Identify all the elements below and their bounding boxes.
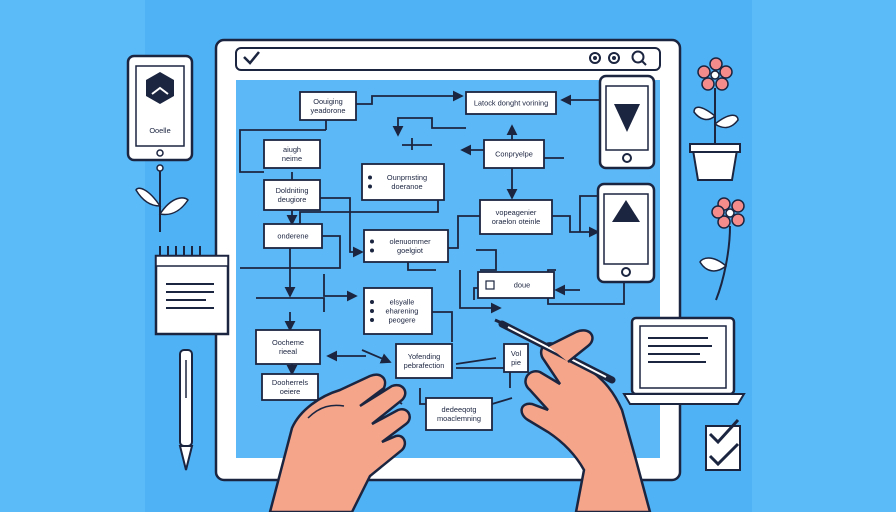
- check-icon[interactable]: [243, 51, 260, 65]
- phone-label: Ooelle: [149, 126, 170, 135]
- flow-node-label: Conpryelpe: [495, 150, 533, 159]
- flow-node-box: [263, 179, 321, 211]
- flow-node[interactable]: Latock donght vorining: [465, 91, 557, 115]
- phone-icon: [596, 182, 656, 284]
- laptop-icon: [622, 316, 746, 405]
- flow-node-box: [479, 199, 553, 235]
- bullet-icon: [370, 300, 374, 304]
- flow-node-label: yeadorone: [311, 106, 346, 115]
- bullet-icon: [370, 318, 374, 322]
- flow-node-label: Oocheme: [272, 338, 304, 347]
- flow-node-label: doue: [514, 281, 530, 290]
- circle-icon[interactable]: [608, 52, 620, 64]
- flow-node-label: olenuommer: [389, 237, 431, 246]
- flow-node-label: oraelon oteinle: [492, 217, 541, 226]
- bullet-icon: [370, 309, 374, 313]
- flow-node[interactable]: doue: [477, 271, 555, 299]
- flow-node[interactable]: onderene: [263, 223, 323, 249]
- notepad-icon: [154, 246, 230, 336]
- circle-icon[interactable]: [589, 52, 601, 64]
- flow-node-box: [363, 287, 433, 335]
- flow-node-label: dedeeqotg: [442, 405, 477, 414]
- flow-node-box: [395, 343, 453, 379]
- flow-node-box: [263, 223, 323, 249]
- leaf-icon: [135, 164, 189, 232]
- flow-node-label: goelgiot: [397, 246, 423, 255]
- phone-icon: Ooelle: [126, 54, 194, 162]
- flow-node-box: [255, 329, 321, 365]
- flow-node-box: [299, 91, 357, 121]
- node-checkbox-icon: [485, 280, 495, 290]
- bullet-icon: [370, 239, 374, 244]
- flow-node-label: neime: [282, 154, 302, 163]
- flow-node-label: deugiore: [278, 195, 307, 204]
- flow-node-box: [503, 343, 529, 373]
- flow-node-label: eharening: [386, 307, 419, 316]
- flow-node-box: [261, 373, 319, 401]
- hand-icon: [494, 318, 652, 512]
- bullet-icon: [370, 248, 374, 253]
- flower-icon: [689, 57, 741, 181]
- flow-node-label: Dooherrels: [272, 378, 308, 387]
- flow-node-label: Doldniting: [276, 186, 309, 195]
- flow-node-label: oeiere: [280, 387, 301, 396]
- flow-node-label: aiugh: [283, 145, 301, 154]
- checkbox-icon: [705, 418, 741, 471]
- search-icon[interactable]: [631, 50, 647, 66]
- flow-node-label: Oouiging: [313, 97, 343, 106]
- flow-node-box: [483, 139, 545, 169]
- flow-node-box: [363, 229, 449, 263]
- flow-node-label: onderene: [277, 232, 308, 241]
- flow-node-box: [361, 163, 445, 201]
- flow-node-label: pebrafection: [404, 361, 445, 370]
- flow-node[interactable]: Conpryelpe: [483, 139, 545, 169]
- flow-node-label: peogere: [388, 316, 415, 325]
- flow-node-label: moaclemning: [437, 414, 481, 423]
- flow-node-label: Vol: [511, 349, 522, 358]
- flow-node-box: [465, 91, 557, 115]
- phone-icon: [598, 74, 656, 170]
- flow-node-label: Latock donght vorining: [474, 99, 548, 108]
- pen-icon: [178, 349, 194, 471]
- flow-node-label: Ounprnsting: [387, 173, 427, 182]
- bullet-icon: [368, 175, 372, 180]
- flow-node-label: rieeal: [279, 347, 297, 356]
- flow-node-label: pie: [511, 358, 521, 367]
- hand-icon: [268, 373, 411, 512]
- bullet-icon: [368, 184, 372, 189]
- flow-node-label: Yofending: [408, 352, 441, 361]
- flow-node-box: [425, 397, 493, 431]
- flow-node-box: [263, 139, 321, 169]
- flower-icon: [699, 197, 745, 301]
- flow-node-label: vopeagenier: [496, 208, 537, 217]
- diagram-connectors: [239, 90, 625, 405]
- flow-node-label: elsyalle: [390, 298, 415, 307]
- flow-node-label: doeranoe: [391, 182, 422, 191]
